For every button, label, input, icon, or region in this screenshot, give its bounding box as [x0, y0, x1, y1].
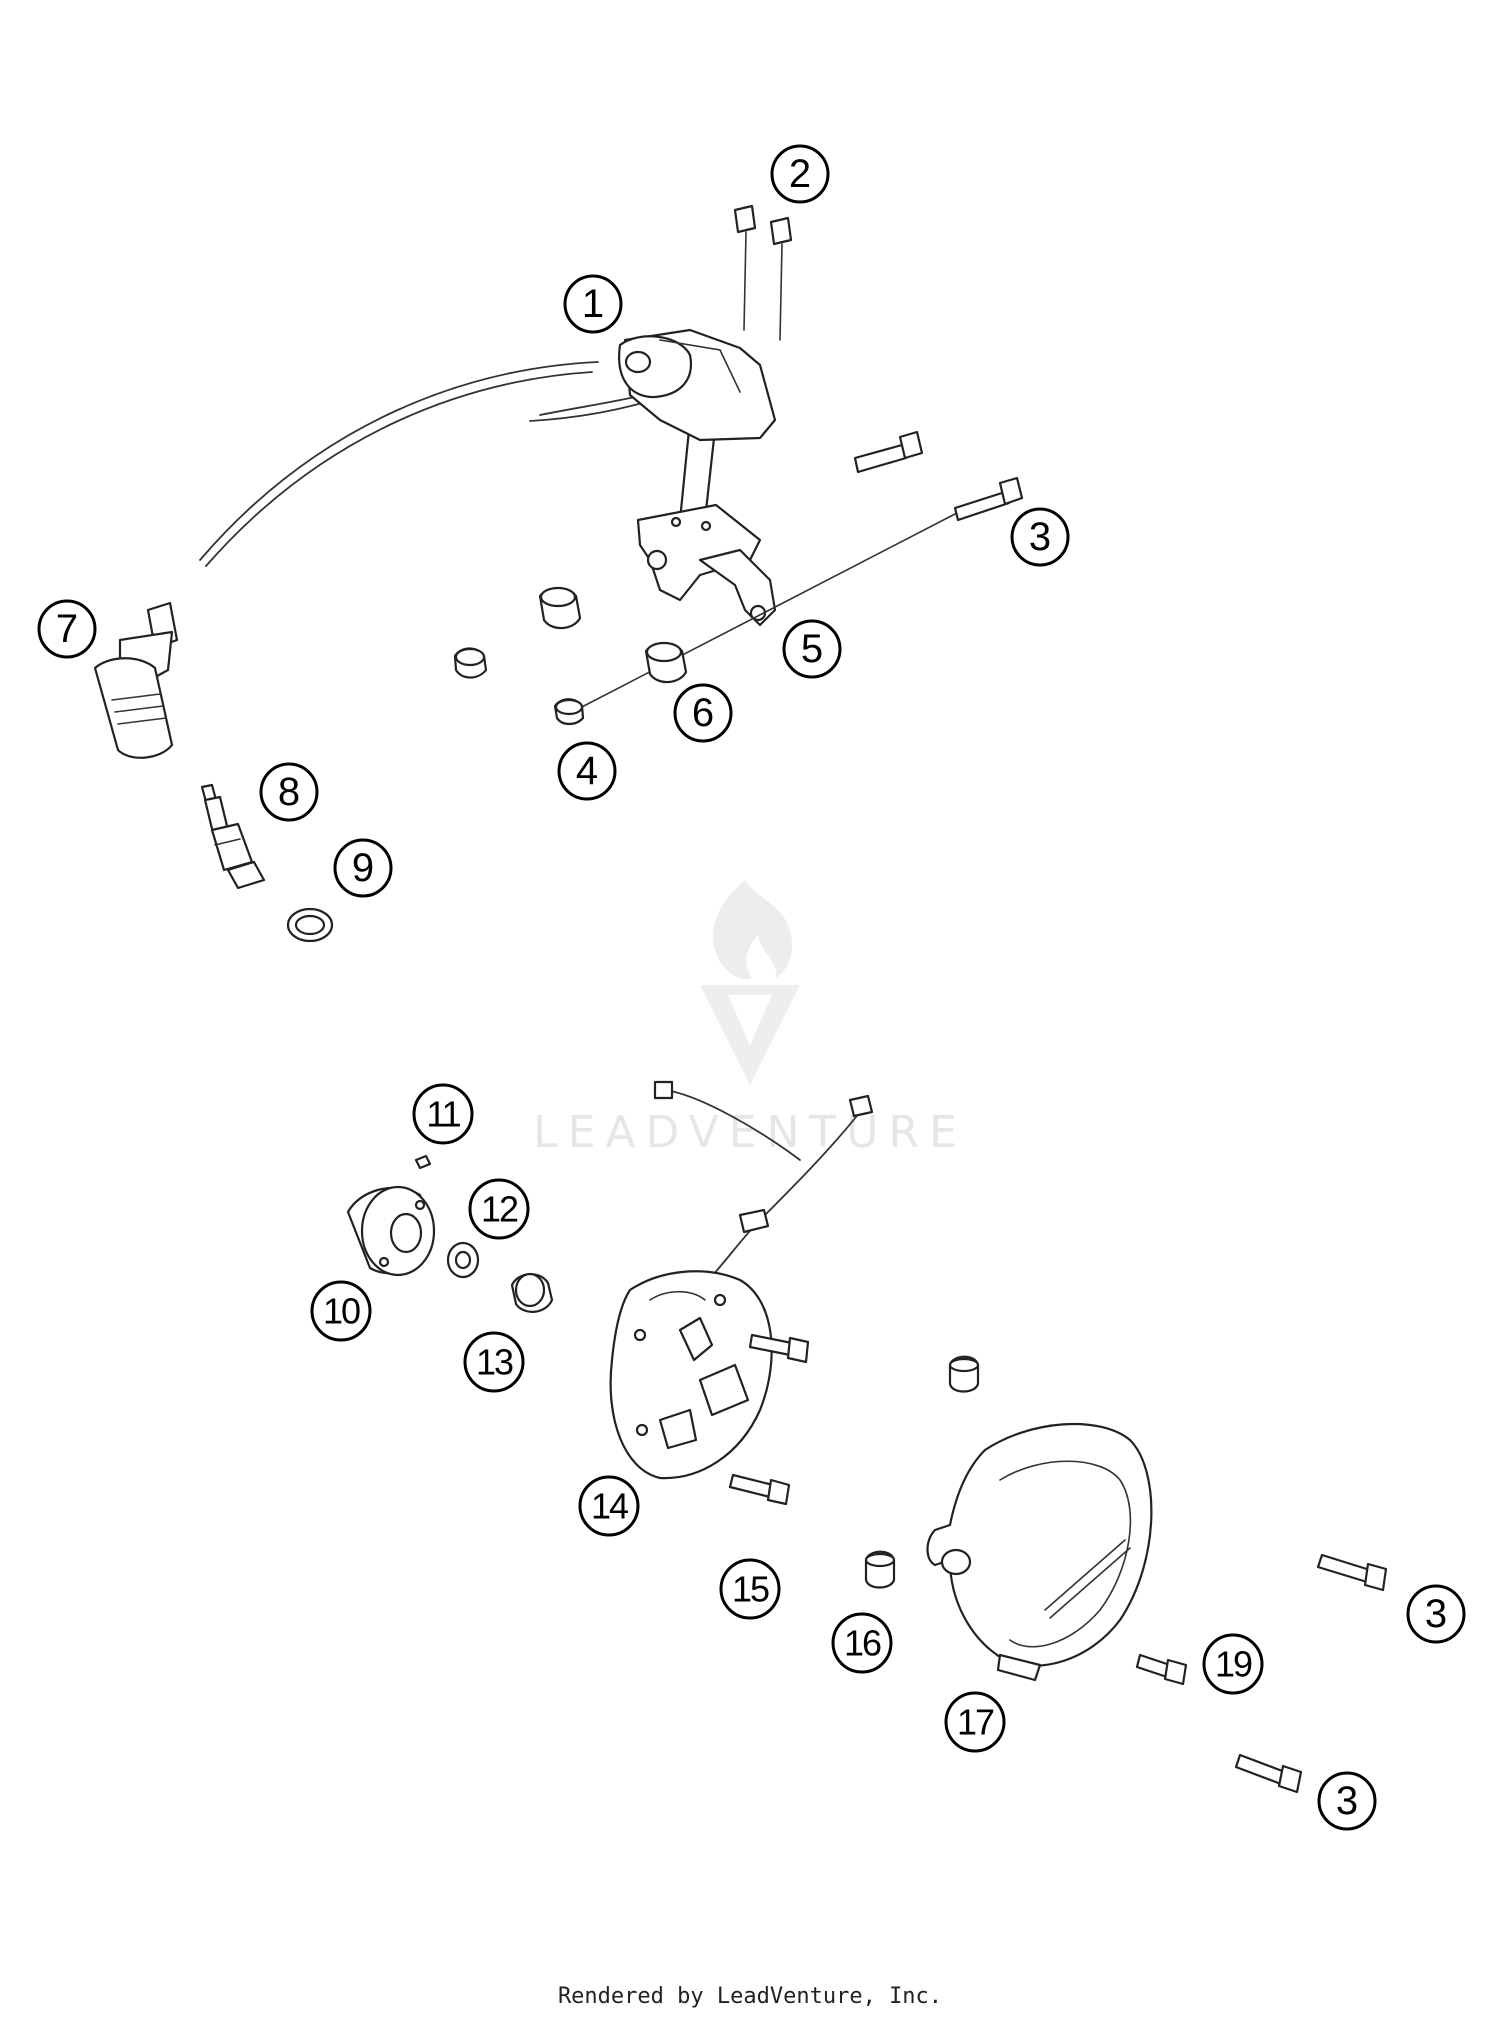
rotor-washer: [446, 1241, 480, 1279]
callout-16-label: 16: [844, 1623, 881, 1664]
ignition-cover: [926, 1422, 1153, 1682]
callout-3-bottom: 3: [1317, 1771, 1377, 1831]
dowel-sleeve-upper: [948, 1355, 980, 1393]
callout-5: 5: [782, 619, 842, 679]
callout-17: 17: [944, 1691, 1006, 1753]
callout-8: 8: [259, 762, 319, 822]
callout-13-label: 13: [476, 1342, 513, 1383]
callout-7-label: 7: [56, 607, 78, 651]
callout-15-label: 15: [732, 1569, 769, 1610]
callout-16: 16: [831, 1612, 893, 1674]
callout-3-bottom-label: 3: [1336, 1779, 1358, 1823]
callout-3-top-label: 3: [1029, 515, 1051, 559]
callout-5-label: 5: [801, 627, 823, 671]
washer-nut-left: [453, 647, 488, 679]
cover-screw: [1135, 1653, 1188, 1686]
watermark-logo: [700, 880, 800, 1085]
callout-1: 1: [563, 274, 623, 334]
nut-small: [644, 641, 688, 684]
callout-11-label: 11: [426, 1094, 460, 1135]
callout-4: 4: [557, 741, 617, 801]
callout-4-label: 4: [576, 749, 598, 793]
wire-connector-right: [848, 1094, 874, 1118]
callout-2: 2: [770, 144, 830, 204]
callout-19: 19: [1202, 1633, 1264, 1695]
callout-17-label: 17: [957, 1702, 994, 1743]
callout-10-label: 10: [323, 1291, 360, 1332]
ignition-cable: [199, 361, 599, 561]
seal-ring: [286, 907, 334, 943]
callout-11: 11: [412, 1083, 474, 1145]
long-bolt: [577, 476, 1024, 710]
stator-screw-lower: [728, 1473, 791, 1506]
spark-plug: [200, 783, 266, 890]
nut-large: [538, 586, 582, 630]
stator-wire-2: [759, 1111, 861, 1221]
callout-8-label: 8: [278, 770, 300, 814]
callout-19-label: 19: [1215, 1644, 1252, 1685]
rotor-nut: [510, 1272, 554, 1313]
cover-bolt-upper: [1316, 1553, 1388, 1592]
stator-plate: [609, 1270, 773, 1480]
callout-6-label: 6: [692, 691, 714, 735]
wire-connector-left: [653, 1080, 674, 1100]
washer-nut-4: [553, 698, 585, 726]
callout-12-label: 12: [481, 1189, 518, 1230]
ignition-coil: [618, 328, 777, 442]
callout-2-label: 2: [789, 152, 811, 196]
callout-10: 10: [310, 1280, 372, 1342]
callout-1-label: 1: [582, 282, 604, 326]
wire-grommet: [738, 1208, 770, 1234]
callout-14-label: 14: [591, 1486, 628, 1527]
coil-mount-column: [636, 418, 777, 627]
callout-12: 12: [468, 1178, 530, 1240]
spark-plug-cap: [93, 601, 179, 759]
callout-9-label: 9: [352, 846, 374, 890]
woodruff-key: [414, 1154, 432, 1170]
cover-bolt-lower: [1234, 1753, 1303, 1794]
callout-3-top: 3: [1010, 507, 1070, 567]
callout-13: 13: [463, 1331, 525, 1393]
stator-wire-1: [664, 1089, 801, 1161]
callout-9: 9: [333, 838, 393, 898]
callout-14: 14: [578, 1475, 640, 1537]
dowel-sleeve-lower: [864, 1550, 896, 1589]
rotor: [346, 1185, 436, 1277]
bolt-pair: [733, 204, 793, 341]
ignition-cable-edge: [205, 371, 593, 567]
callout-7: 7: [37, 599, 97, 659]
callout-3-right-label: 3: [1425, 1592, 1447, 1636]
render-credit: Rendered by LeadVenture, Inc.: [557, 1984, 943, 2009]
callout-6: 6: [673, 683, 733, 743]
callout-15: 15: [719, 1558, 781, 1620]
coil-bolt: [853, 430, 924, 474]
stator-screw-upper: [748, 1333, 810, 1364]
watermark-text: LEADVENTURE: [533, 1107, 967, 1158]
callout-3-right: 3: [1406, 1584, 1466, 1644]
